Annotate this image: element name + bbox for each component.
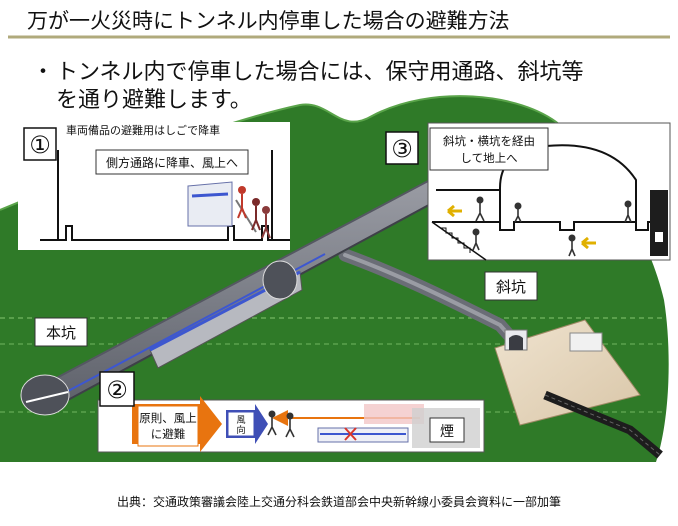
panel-1-number-box (23, 127, 57, 161)
panel-3-person (472, 228, 480, 236)
panel-3-arrow-lower (581, 236, 596, 250)
inclined-shaft-highlight (343, 253, 517, 344)
panel-3: ③ 斜坑・横坑を経由 して地上へ (385, 122, 671, 261)
panel-2-person-body (267, 417, 277, 436)
shaft-portal-opening (509, 335, 523, 350)
panel-1-caption: 車両備品の避難用はしごで降車 (66, 123, 220, 137)
panel-1-person-body (237, 194, 247, 219)
panel-3-label-line-1: 斜坑・横坑を経由 (443, 134, 535, 148)
panel-2-label-box (137, 405, 199, 447)
label-inclined-shaft: 斜坑 (496, 278, 526, 296)
panel-2-fire-mark (344, 427, 357, 441)
page-title: 万が一火災時にトンネル内停車した場合の避難方法 (27, 9, 510, 33)
surface-yard (494, 319, 641, 426)
panel-1-tunnel-walls (57, 150, 273, 240)
panel-2-fire-zone (364, 404, 424, 424)
panel-3-floor (432, 221, 666, 231)
panel-3-label-line-2: して地上へ (460, 151, 517, 165)
panel-3-person-body (514, 209, 522, 223)
panel-3-stairs-steps (440, 227, 471, 253)
panel-2-number: ② (106, 376, 128, 404)
bullet-line-2: を通り避難します。 (56, 88, 252, 113)
tunnel-portal-left (20, 374, 70, 416)
source-note: 出典：交通政策審議会陸上交通分科会鉄道部会中央新幹線小委員会資料に一部加筆 (117, 494, 561, 509)
tunnel-portal-track (25, 391, 69, 403)
access-road-line (544, 394, 661, 456)
panel-3-shaft (650, 190, 668, 256)
bullet-marker: ・ (32, 60, 54, 85)
panel-3-person-body (475, 203, 485, 222)
panel-3-person (476, 196, 484, 204)
panel-3-number: ③ (391, 135, 413, 163)
panel-3-number-box (385, 131, 419, 165)
panel-2-label-line-2: に避難 (151, 427, 186, 441)
panel-3-person (624, 200, 632, 208)
panel-1: 車両備品の避難用はしごで降車 ① 側方通路に降車、風上へ (18, 122, 290, 250)
panel-3-person-body (472, 235, 480, 251)
panel-1-person (252, 198, 260, 206)
panel-1-label-box (95, 149, 249, 175)
tunnel-portal-mid (262, 260, 298, 300)
main-tunnel-edge (29, 179, 431, 393)
label-box-inclined-shaft (484, 271, 538, 301)
panel-2-person-body (285, 419, 295, 438)
panel-3-arrow-left (447, 204, 462, 218)
panel-2-person (286, 412, 294, 420)
panel-1-train-stripe (191, 192, 229, 198)
panel-1-person-body (261, 214, 271, 239)
panel-1-train-car (187, 181, 233, 227)
panel-1-label: 側方通路に降車、風上へ (106, 155, 238, 170)
surface-building (569, 332, 603, 352)
panel-2-wind-label-2: 向 (236, 424, 245, 436)
panel-3-person-body (568, 241, 576, 257)
panel-3-label-box (429, 127, 549, 171)
panel-2-number-box (99, 371, 135, 407)
bullet-line-1: トンネル内で停車した場合には、保守用通路、斜坑等 (56, 60, 584, 85)
main-tunnel (30, 180, 438, 414)
panel-2-wind-label-1: 風 (236, 415, 245, 426)
panel-1-person-body (251, 206, 261, 231)
panel-1-background (18, 122, 290, 250)
panel-3-shaft-door (655, 232, 663, 242)
panel-2-label-line-1: 原則、風上 (139, 411, 197, 425)
panel-3-person (568, 234, 576, 242)
panel-1-person (238, 186, 246, 194)
label-box-main-tunnel (34, 317, 88, 347)
label-main-tunnel: 本坑 (46, 324, 76, 342)
panel-2-wind-box (227, 411, 255, 437)
panel-1-number: ① (29, 131, 51, 159)
panel-2-person (268, 410, 276, 418)
panel-3-person (514, 202, 522, 210)
panel-2-smoke-box (429, 417, 465, 443)
panel-2: 煙 風 向 原則、風上 に避難 ② (97, 371, 485, 453)
panel-2-smoke-label: 煙 (440, 424, 454, 440)
panel-1-person (262, 206, 270, 214)
panel-3-person-body (624, 207, 632, 223)
